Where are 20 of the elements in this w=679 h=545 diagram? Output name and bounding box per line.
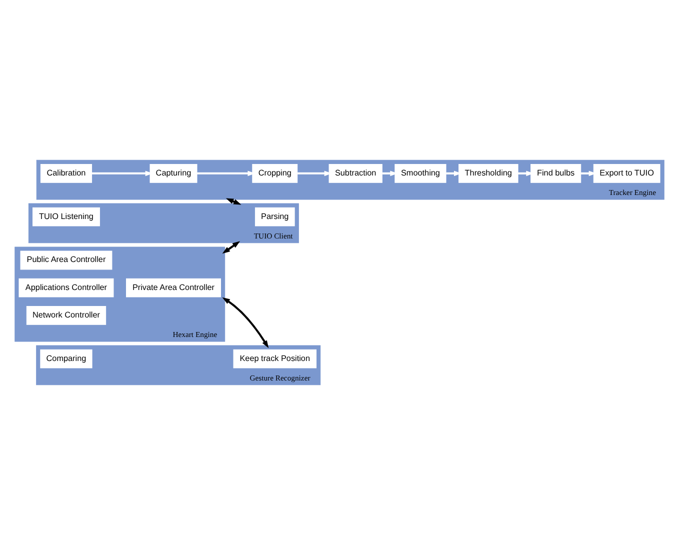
arrow: [222, 297, 269, 348]
node-box: Calibration: [40, 164, 92, 183]
node-box: Private Area Controller: [126, 278, 221, 298]
node-box: Applications Controller: [18, 278, 114, 298]
node-box: Find bulbs: [530, 164, 582, 183]
node-box: Export to TUIO: [593, 164, 660, 183]
arrow: [581, 170, 596, 176]
node-box: Smoothing: [394, 164, 446, 183]
node-box: Network Controller: [26, 306, 106, 325]
node-box: Comparing: [40, 349, 92, 368]
arrow: [197, 170, 256, 176]
node-box: Thresholding: [458, 164, 518, 183]
node-box: Subtraction: [328, 164, 382, 183]
node-box: Keep track Position: [233, 349, 317, 368]
node-box: Parsing: [254, 207, 295, 226]
node-box: TUIO Listening: [32, 207, 100, 226]
arrow: [222, 241, 240, 254]
node-box: Cropping: [252, 164, 298, 183]
node-box: Capturing: [150, 164, 198, 183]
node-box: Public Area Controller: [20, 250, 112, 270]
